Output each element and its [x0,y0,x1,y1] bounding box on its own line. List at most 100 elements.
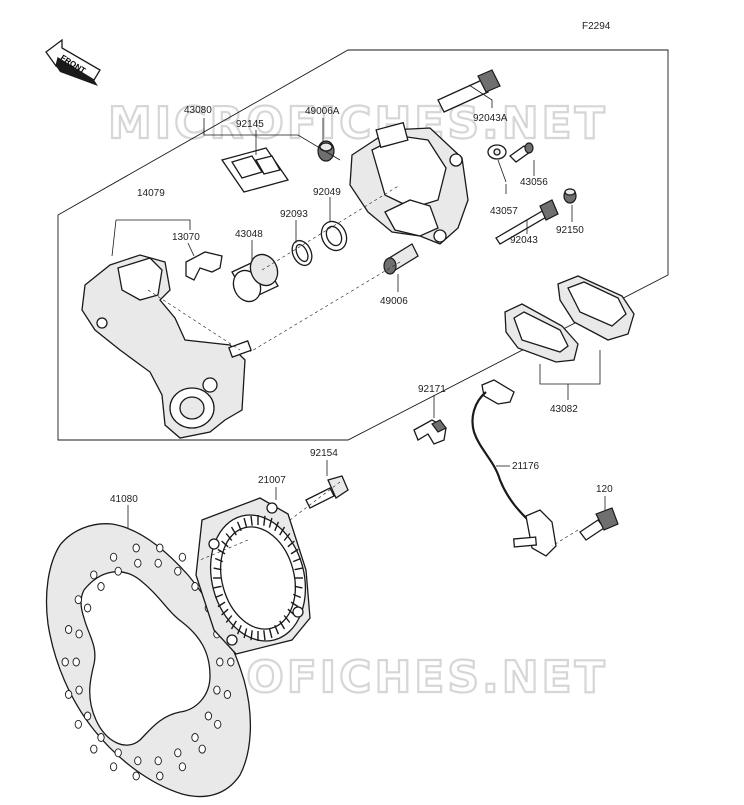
rotor-tooth [225,615,233,623]
rotor-tooth [287,540,295,548]
disc-hole [97,582,105,591]
disc-hole [114,748,122,758]
disc-hole [75,629,83,639]
boot [383,243,419,275]
callout-92043: 92043 [510,235,538,246]
disc-hole [174,566,182,576]
disc-hole [97,733,105,742]
disc-hole [132,543,140,553]
rotor-tooth [268,628,273,639]
caliper-assembly-frame [57,49,669,441]
rotor-tooth [213,585,222,589]
disc-hole [214,719,222,729]
disc-hole [191,582,199,591]
callout-92043a: 92043A [473,113,508,124]
disc-hole [114,566,122,576]
disc-hole [216,657,224,667]
callout-43048: 43048 [235,229,263,240]
disc-hole [74,595,82,605]
disc-hole [83,711,92,721]
bleeder-valve [508,142,534,163]
sensor-bolt [579,507,619,541]
leader-lines [111,84,606,561]
disc-hole [154,756,162,766]
disc-hole [156,543,164,553]
callout-92049: 92049 [313,187,341,198]
caliper-piston [231,253,279,303]
disc-hole [191,733,199,742]
rotor-tooth [290,601,299,608]
watermark-top: MICROFICHES.NET [108,98,608,149]
abs-sensor-rotor [195,497,311,655]
rotor-tooth [263,630,266,641]
rotor-tooth [283,615,291,623]
rotor-tooth [230,526,237,536]
bleeder-washer [487,144,507,183]
rotor-tooth [283,533,291,541]
disc-hole [178,552,187,562]
pad-spring [220,147,290,193]
disc-hole [132,771,140,781]
rotor-tooth [279,620,286,630]
rotor-tooth [221,608,229,616]
disc-hole [83,603,92,613]
rotor-tooth [236,521,242,532]
rotor-tooth [230,620,237,630]
rotor-tooth [263,515,266,526]
disc-hole [134,756,142,766]
sensor-clamp [413,419,447,445]
callout-92093: 92093 [280,209,308,220]
rotor-tooth [292,593,302,599]
disc-hole [154,558,162,568]
callout-41080: 41080 [110,494,138,505]
callout-21176: 21176 [512,461,540,472]
disc-hole [109,552,118,562]
disc-hole [109,762,118,772]
rotor-tooth [213,567,222,571]
rotor-tooth [221,540,229,548]
rotor-tooth [292,557,302,563]
rotor-tooth [268,517,273,528]
callout-43082: 43082 [550,404,578,415]
disc-hole [61,657,69,667]
callout-92145: 92145 [236,119,264,130]
rotor-tooth [294,567,303,571]
callout-14079: 14079 [137,188,165,199]
disc-hole [213,685,221,695]
callout-92154: 92154 [310,448,338,459]
callout-120: 120 [596,484,613,495]
rotor-tooth [290,548,299,555]
disc-hole [90,744,98,754]
disc-hole [204,711,213,721]
rotor-tooth [214,557,224,563]
rotor-tooth [236,624,242,635]
rotor-teeth [213,515,303,641]
rotor-tooth [250,630,253,641]
rotor-tooth [214,593,224,599]
disc-hole [174,748,182,758]
disc-hole [227,657,235,667]
disc-hole [74,719,82,729]
rotor-tooth [217,601,226,608]
callout-43056: 43056 [520,177,548,188]
disc-hole [75,685,83,695]
disc-hole [72,657,80,667]
rotor-tooth [243,628,248,639]
disc-hole [90,570,98,580]
disc-hole [64,690,73,699]
disc-hole [178,762,187,772]
callout-21007: 21007 [258,475,286,486]
rotor-tooth [294,585,303,589]
piston-seal [291,239,313,267]
rotor-tooth [225,533,233,541]
brake-pad-set [504,275,635,363]
rotor-tooth [250,515,253,526]
rotor-tooth [243,517,248,528]
disc-holes [61,543,235,781]
figure-code: F2294 [582,21,611,32]
caliper-bracket [81,254,252,439]
disc-hole [198,744,206,754]
pin-cap [563,188,577,204]
